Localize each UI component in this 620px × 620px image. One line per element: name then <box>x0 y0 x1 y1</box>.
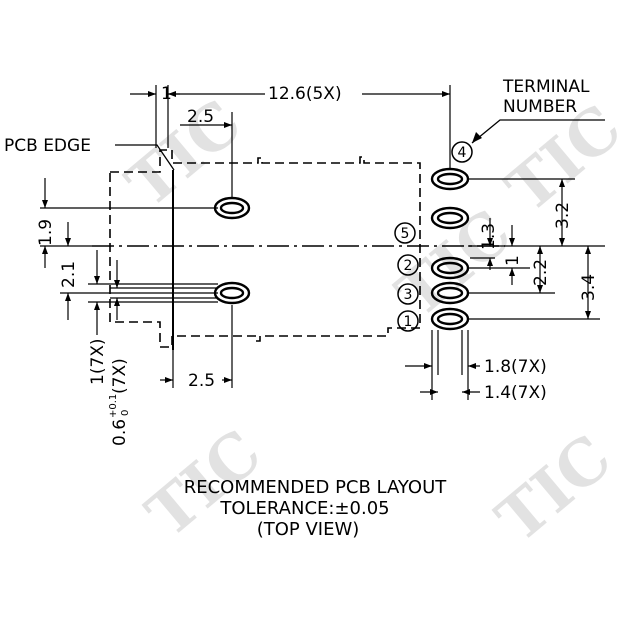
terminal-circle-1 <box>397 310 419 332</box>
dim-0-6-suffix: (7X) <box>110 358 130 394</box>
terminal-number-label-line2: NUMBER <box>503 97 577 117</box>
dim-1-7x: 1(7X) <box>88 338 108 385</box>
terminal-number-label-line1: TERMINAL <box>502 77 590 97</box>
dim-0-6-sub: 0 <box>120 410 131 416</box>
mounting-hole <box>219 286 245 300</box>
terminal-circle-4 <box>451 141 473 163</box>
watermark-text: TIC <box>483 421 620 557</box>
caption-tolerance: TOLERANCE:±0.05 <box>219 498 389 519</box>
dim-0-6-sup: +0.1 <box>108 394 119 418</box>
dim-1-9: 1.9 <box>36 219 56 246</box>
leader-arrow <box>472 132 482 143</box>
dimension-lines <box>40 85 605 400</box>
dim-3-4: 3.4 <box>579 274 599 301</box>
terminal-number-2: 2 <box>404 258 413 274</box>
dim-2-1: 2.1 <box>59 261 79 288</box>
terminal-circle-3 <box>397 283 419 305</box>
dim-1-right: 1 <box>503 255 523 266</box>
dim-0-6-tolerance: 0.6 +0.1 0 (7X) <box>108 358 131 446</box>
dim-1-8: 1.8(7X) <box>484 357 547 377</box>
dim-3-2: 3.2 <box>553 202 573 229</box>
dim-1-4: 1.4(7X) <box>484 383 547 403</box>
mounting-hole <box>219 201 245 215</box>
leader-lines <box>115 119 605 171</box>
dim-2-2: 2.2 <box>531 259 551 286</box>
pcb-edge-label: PCB EDGE <box>4 136 91 156</box>
arrowheads <box>42 91 591 395</box>
terminal-number-circles <box>394 141 473 332</box>
dim-0-6-base: 0.6 <box>110 419 130 446</box>
dim-2-5-bottom: 2.5 <box>188 371 215 391</box>
dim-2-5-top: 2.5 <box>187 107 214 127</box>
watermark-text: TIC <box>113 86 255 222</box>
terminal-pad-5 <box>430 206 470 230</box>
terminal-number-1: 1 <box>404 314 413 330</box>
terminal-circle-5 <box>394 222 416 244</box>
terminal-number-4: 4 <box>458 145 467 161</box>
dim-1-3: 1.3 <box>479 223 499 250</box>
caption-title: RECOMMENDED PCB LAYOUT <box>184 477 448 498</box>
terminal-number-5: 5 <box>401 226 410 242</box>
dim-1-top: 1 <box>161 84 172 104</box>
caption-view: (TOP VIEW) <box>257 519 360 540</box>
dim-12-6: 12.6(5X) <box>268 84 342 104</box>
terminal-circle-2 <box>397 254 419 276</box>
terminal-number-3: 3 <box>404 287 413 303</box>
mounting-holes <box>213 196 251 305</box>
